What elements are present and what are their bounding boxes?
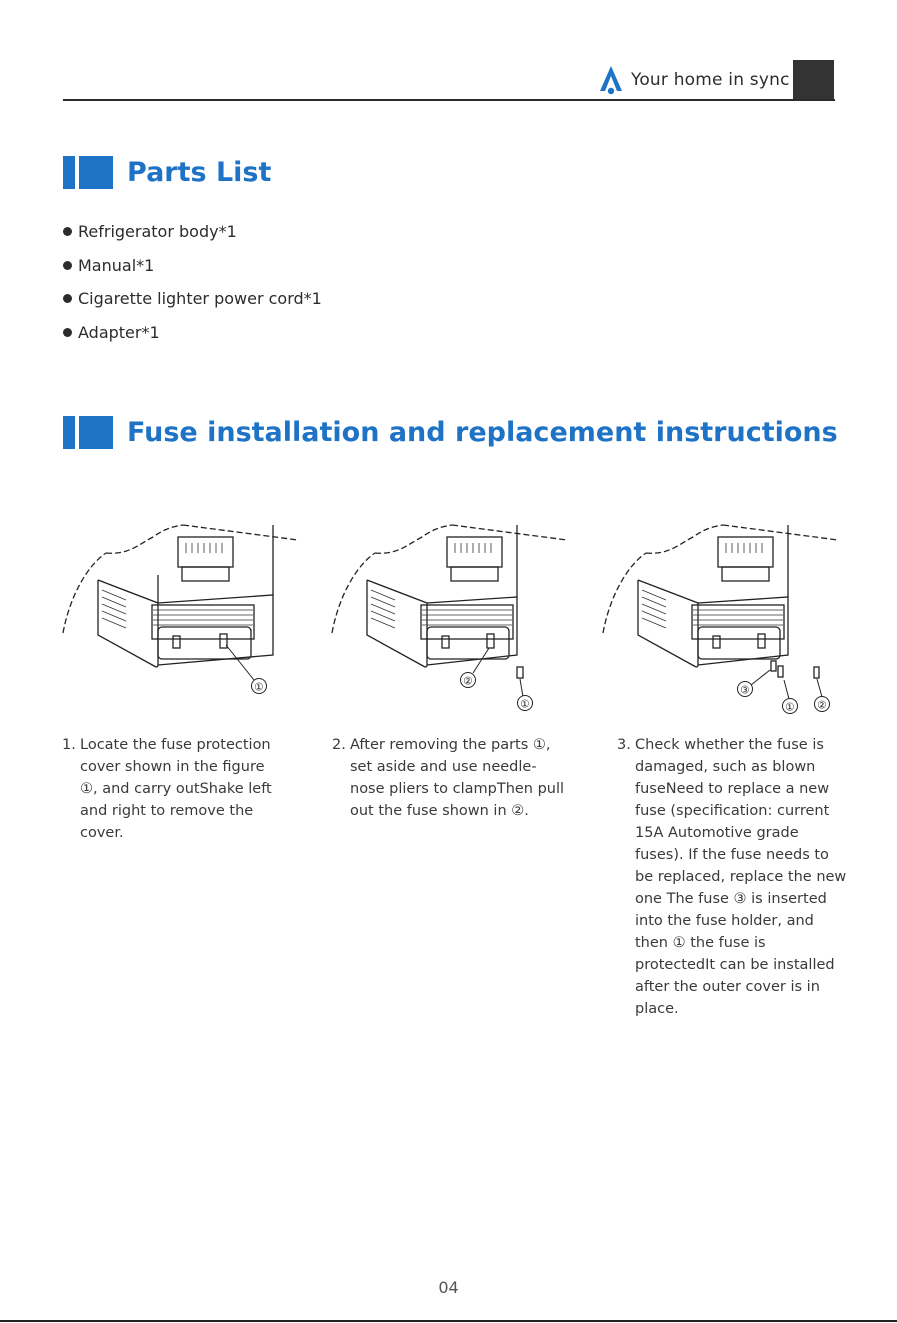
step-2: 2. After removing the parts ①, set aside… bbox=[332, 734, 568, 822]
callout-label: ① bbox=[785, 702, 794, 714]
fuse-figure-2: ② ① bbox=[327, 515, 568, 720]
callout-label: ② bbox=[817, 700, 826, 712]
callout-label: ② bbox=[463, 676, 472, 688]
list-item-text: Adapter*1 bbox=[78, 322, 160, 342]
header-brand: Your home in sync bbox=[598, 60, 790, 100]
callout-label: ① bbox=[520, 699, 529, 711]
fuse-heading: Fuse installation and replacement instru… bbox=[63, 416, 838, 449]
list-item: Refrigerator body*1 bbox=[63, 215, 322, 249]
list-item-text: Manual*1 bbox=[78, 255, 155, 275]
step-3: 3. Check whether the fuse is damaged, su… bbox=[617, 734, 847, 1020]
list-item-text: Refrigerator body*1 bbox=[78, 222, 237, 242]
parts-list-heading: Parts List bbox=[63, 156, 271, 189]
fridge-illustration-3: ③ ① ② bbox=[602, 524, 839, 714]
step-1: 1. Locate the fuse protection cover show… bbox=[62, 734, 277, 844]
step-text: Check whether the fuse is damaged, such … bbox=[635, 737, 847, 1017]
parts-list: Refrigerator body*1 Manual*1 Cigarette l… bbox=[63, 215, 322, 349]
step-text: After removing the parts ①, set aside an… bbox=[350, 737, 565, 819]
fridge-illustration-1: ① bbox=[62, 524, 299, 694]
list-item: Adapter*1 bbox=[63, 316, 322, 350]
bullet-icon bbox=[63, 260, 72, 270]
callout-label: ③ bbox=[740, 685, 749, 697]
list-item: Cigarette lighter power cord*1 bbox=[63, 282, 322, 316]
bullet-icon bbox=[63, 227, 72, 237]
callout-circle bbox=[782, 698, 798, 714]
callout-circle bbox=[460, 672, 476, 688]
step-number: 2. bbox=[332, 737, 346, 753]
heading-marker-small bbox=[63, 416, 75, 449]
page-number: 04 bbox=[438, 1278, 459, 1297]
bullet-icon bbox=[63, 294, 72, 304]
step-text: Locate the fuse protection cover shown i… bbox=[80, 737, 272, 841]
callout-label: ① bbox=[254, 682, 263, 694]
list-item-text: Cigarette lighter power cord*1 bbox=[78, 289, 322, 309]
callout-circle bbox=[251, 678, 267, 694]
callout-circle bbox=[814, 696, 830, 712]
brand-logo-icon bbox=[600, 66, 622, 95]
heading-marker-large bbox=[79, 156, 113, 189]
callout-circle bbox=[517, 695, 533, 711]
heading-marker-small bbox=[63, 156, 75, 189]
header-dark-block bbox=[793, 60, 834, 101]
fuse-figure-1: ① bbox=[58, 515, 299, 720]
parts-list-title: Parts List bbox=[127, 157, 272, 188]
list-item: Manual*1 bbox=[63, 249, 322, 283]
footer-divider bbox=[0, 1320, 897, 1322]
fridge-illustration-2: ② ① bbox=[331, 524, 568, 711]
step-number: 3. bbox=[617, 737, 631, 753]
heading-marker-large bbox=[79, 416, 113, 449]
step-number: 1. bbox=[62, 737, 76, 753]
callout-circle bbox=[737, 681, 753, 697]
fuse-title: Fuse installation and replacement instru… bbox=[127, 417, 838, 448]
brand-tagline: Your home in sync bbox=[631, 70, 790, 90]
bullet-icon bbox=[63, 327, 72, 337]
fuse-figure-3: ③ ① ② bbox=[598, 515, 839, 720]
header-divider bbox=[63, 99, 835, 101]
